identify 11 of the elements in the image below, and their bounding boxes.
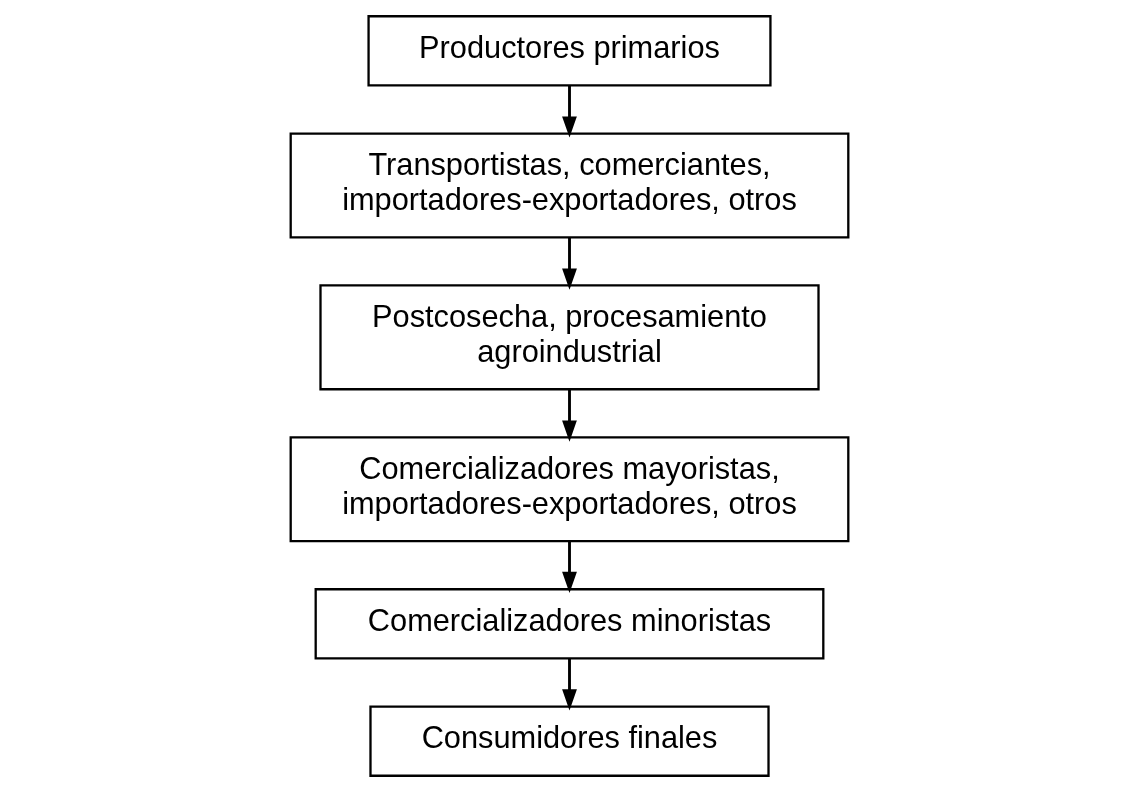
arrow xyxy=(561,389,577,442)
node-box: Comercializadores mayoristas, importadores-exportadores, otros xyxy=(289,436,849,543)
node-box: Comercializadores minoristas xyxy=(314,588,824,660)
node-box: Productores primarios xyxy=(366,15,772,87)
arrow xyxy=(561,658,577,711)
arrow xyxy=(561,85,577,138)
node-box: Postcosecha, procesamiento agroindustrial xyxy=(318,284,820,391)
arrow xyxy=(561,237,577,290)
node-box: Consumidores finales xyxy=(368,705,770,777)
node-box: Transportistas, comerciantes, importadores-exportadores, otros xyxy=(289,132,849,239)
arrow xyxy=(561,541,577,594)
